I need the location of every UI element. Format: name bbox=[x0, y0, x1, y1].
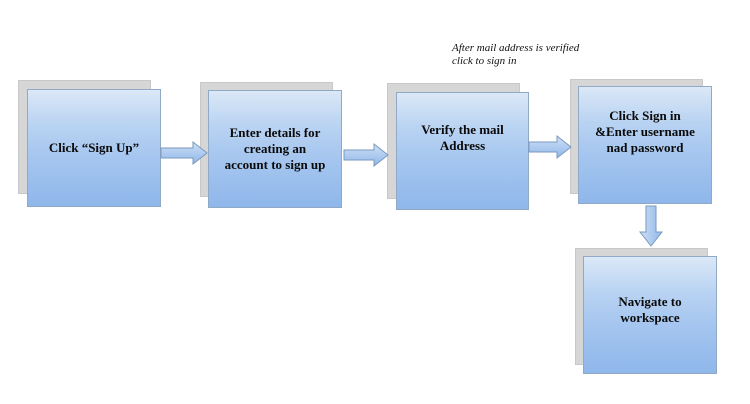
step-4-label: Click Sign in &Enter username nad passwo… bbox=[595, 108, 695, 155]
step-2-label: Enter details for creating an account to… bbox=[224, 125, 326, 172]
step-5-label: Navigate to workspace bbox=[618, 294, 682, 325]
arrow-step3-to-step4 bbox=[528, 134, 572, 160]
step-4-box: Click Sign in &Enter username nad passwo… bbox=[578, 86, 712, 204]
step-1-label: Click “Sign Up” bbox=[48, 140, 140, 155]
annotation-text: After mail address is verified click to … bbox=[452, 42, 580, 67]
step-3-box: Verify the mail Address bbox=[396, 92, 529, 210]
arrow-step4-to-step5 bbox=[638, 205, 664, 247]
step-5-box: Navigate to workspace bbox=[583, 256, 717, 374]
arrow-step2-to-step3 bbox=[343, 142, 389, 168]
step-2-box: Enter details for creating an account to… bbox=[208, 90, 342, 208]
arrow-step1-to-step2 bbox=[160, 140, 208, 166]
step-3-label: Verify the mail Address bbox=[421, 122, 504, 153]
step-1-box: Click “Sign Up” bbox=[27, 89, 161, 207]
